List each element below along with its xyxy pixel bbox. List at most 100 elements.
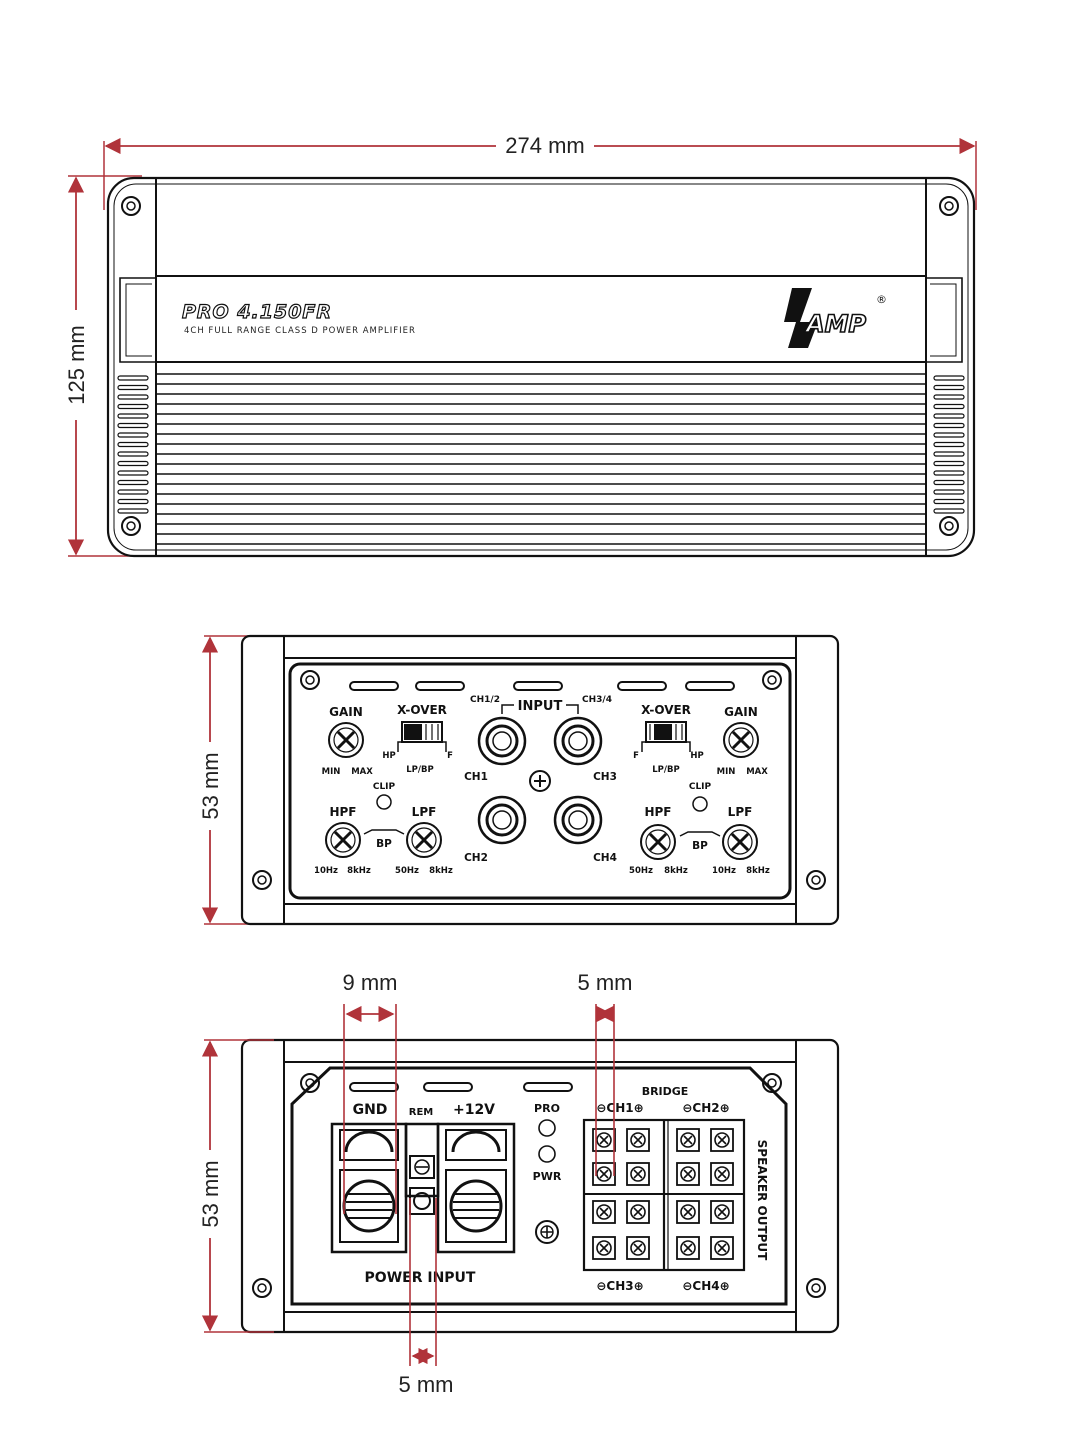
width-label: 274 mm (505, 133, 584, 158)
clip-label: CLIP (373, 782, 396, 792)
rca-input-ch2[interactable] (477, 795, 527, 845)
amp-body-outline (106, 176, 976, 558)
gain-knob-left[interactable] (328, 722, 364, 758)
rem-dimension-label: 5 mm (399, 1372, 454, 1397)
gnd-label: GND (353, 1102, 388, 1118)
screw-icon (806, 870, 826, 890)
rem-width-dimension: 5 mm (399, 1198, 454, 1397)
hpf-min: 10Hz (314, 866, 338, 876)
rear-height-dimension: 53 mm (198, 1039, 274, 1333)
ch1-polarity: ⊖CH1⊕ (596, 1101, 643, 1115)
speaker-terminal-screw-icon[interactable] (710, 1128, 734, 1152)
bridge-label: BRIDGE (642, 1085, 689, 1098)
screw-icon (762, 1073, 782, 1093)
ch12-label: CH1/2 (470, 695, 500, 705)
xover-label: X-OVER (641, 703, 691, 717)
speaker-terminal-screw-icon[interactable] (676, 1162, 700, 1186)
xover-f: F (447, 751, 453, 761)
xover-f: F (633, 751, 639, 761)
screw-icon (939, 196, 959, 216)
speaker-terminal-screw-icon[interactable] (710, 1236, 734, 1260)
speaker-terminal-screw-icon[interactable] (592, 1128, 616, 1152)
ch4-polarity: ⊖CH4⊕ (682, 1279, 729, 1293)
rca-input-ch1[interactable] (477, 716, 527, 766)
lpf-knob-right[interactable] (722, 824, 758, 860)
pro-led (538, 1119, 556, 1137)
screw-icon (121, 196, 141, 216)
lpf-max: 8kHz (746, 866, 770, 876)
xover-switch-left[interactable] (397, 721, 447, 752)
gain-knob-right[interactable] (723, 722, 759, 758)
speaker-terminal-screw-icon[interactable] (626, 1200, 650, 1224)
height-dimension: 125 mm (64, 175, 142, 557)
brand-text: AMP (804, 310, 866, 338)
rca-input-ch4[interactable] (553, 795, 603, 845)
speaker-output-label: SPEAKER OUTPUT (755, 1140, 769, 1262)
rear-panel-view: GND REM +12V POWER INPUT (198, 970, 840, 1397)
ch3-label: CH3 (593, 771, 617, 783)
hpf-knob-left[interactable] (325, 822, 361, 858)
brand-logo: AMP ® (784, 288, 887, 348)
lpf-min: 50Hz (395, 866, 419, 876)
plus12v-terminal[interactable] (436, 1122, 516, 1254)
xover-label: X-OVER (397, 703, 447, 717)
top-view: 274 mm 125 mm (64, 133, 977, 558)
hpf-max: 8kHz (347, 866, 371, 876)
pwr-label: PWR (533, 1170, 562, 1183)
hpf-knob-right[interactable] (640, 824, 676, 860)
xover-switch-right[interactable] (641, 721, 691, 752)
screw-icon (300, 670, 320, 690)
speaker-terminal-screw-icon[interactable] (592, 1200, 616, 1224)
rca-input-ch3[interactable] (553, 716, 603, 766)
speaker-terminal-screw-icon[interactable] (676, 1236, 700, 1260)
xover-hp: HP (690, 751, 703, 761)
xover-lpbp: LP/BP (652, 765, 679, 775)
xover-hp: HP (382, 751, 395, 761)
lpf-label: LPF (412, 805, 437, 819)
speaker-terminal-screw-icon[interactable] (676, 1200, 700, 1224)
clip-led (376, 794, 392, 810)
screw-icon (535, 1220, 559, 1244)
ch34-label: CH3/4 (582, 695, 612, 705)
front-height-dimension: 53 mm (198, 635, 274, 925)
speaker-terminal-screw-icon[interactable] (626, 1236, 650, 1260)
speaker-terminal-screw-icon[interactable] (710, 1162, 734, 1186)
speaker-terminal-screw-icon[interactable] (592, 1162, 616, 1186)
speaker-terminal-screw-icon[interactable] (676, 1128, 700, 1152)
speaker-terminal-screw-icon[interactable] (626, 1128, 650, 1152)
speaker-terminals[interactable] (592, 1128, 734, 1260)
gain-max: MAX (351, 767, 373, 777)
clip-label: CLIP (689, 782, 712, 792)
hpf-label: HPF (329, 805, 356, 819)
screw-icon (252, 870, 272, 890)
rear-height-label: 53 mm (198, 1160, 223, 1227)
width-dimension: 274 mm (103, 133, 977, 210)
gain-label: GAIN (329, 705, 363, 719)
plus12v-label: +12V (453, 1102, 495, 1118)
gain-min: MIN (322, 767, 341, 777)
model-name: PRO 4.150FR (182, 301, 332, 323)
lpf-knob-left[interactable] (406, 822, 442, 858)
hpf-max: 8kHz (664, 866, 688, 876)
gain-label: GAIN (724, 705, 758, 719)
gnd-width-dimension: 9 mm (343, 970, 398, 1214)
gain-min: MIN (717, 767, 736, 777)
lpf-min: 10Hz (712, 866, 736, 876)
pwr-led (538, 1145, 556, 1163)
speaker-terminal-screw-icon[interactable] (710, 1200, 734, 1224)
speaker-terminal-screw-icon[interactable] (626, 1162, 650, 1186)
screw-icon (762, 670, 782, 690)
lpf-label: LPF (728, 805, 753, 819)
power-input-label: POWER INPUT (365, 1270, 476, 1286)
front-height-label: 53 mm (198, 752, 223, 819)
lpf-max: 8kHz (429, 866, 453, 876)
speaker-terminal-screw-icon[interactable] (592, 1236, 616, 1260)
gnd-dimension-label: 9 mm (343, 970, 398, 995)
ch4-label: CH4 (593, 852, 617, 864)
xover-lpbp: LP/BP (406, 765, 433, 775)
screw-icon (529, 770, 551, 792)
pro-label: PRO (534, 1102, 560, 1115)
screw-icon (939, 516, 959, 536)
height-label: 125 mm (64, 325, 89, 404)
